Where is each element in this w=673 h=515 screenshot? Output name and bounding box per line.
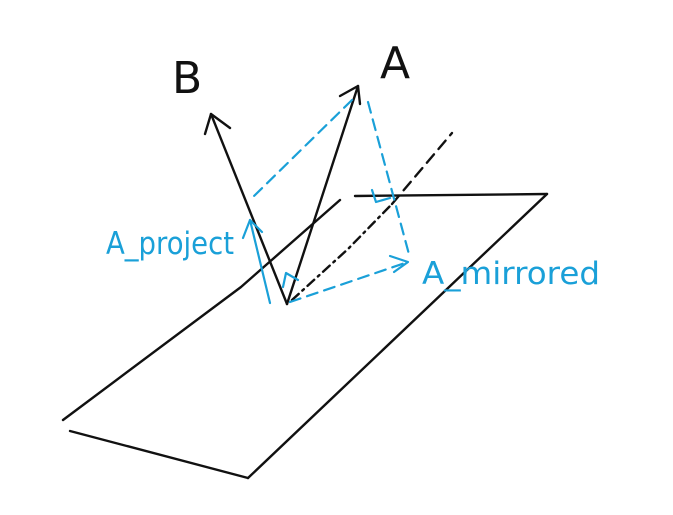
right-angle-mark-upper — [370, 188, 392, 204]
plane-edge-back — [353, 192, 549, 198]
vector-a-shaft — [285, 84, 360, 306]
vector-b-shaft — [209, 112, 289, 306]
vector-a — [285, 84, 362, 306]
a-project-shaft — [248, 218, 272, 305]
axis-line-upper — [390, 131, 454, 206]
plane-edge-right — [246, 192, 549, 480]
a-mirrored-arrowhead — [388, 254, 410, 274]
label-a-mirrored: A_mirrored — [422, 256, 600, 292]
plane — [61, 192, 549, 480]
a-mirrored-shaft — [288, 260, 410, 304]
a-project-arrowhead — [241, 218, 264, 240]
vector-b-arrowhead — [203, 112, 232, 136]
vector-a-arrowhead — [338, 84, 362, 106]
plane-edge-bottom — [68, 429, 250, 480]
label-a-project: A_project — [106, 226, 234, 262]
blue-construction — [241, 98, 412, 305]
right-angle-mark-lower — [281, 271, 300, 289]
axis-line — [290, 202, 394, 302]
plane-edge-front-left — [61, 198, 342, 422]
label-b: B — [172, 53, 202, 104]
label-a: A — [380, 38, 410, 89]
mirror-dashed-drop — [366, 100, 412, 260]
projection-dashed-line — [250, 98, 354, 200]
vector-b — [203, 112, 289, 306]
